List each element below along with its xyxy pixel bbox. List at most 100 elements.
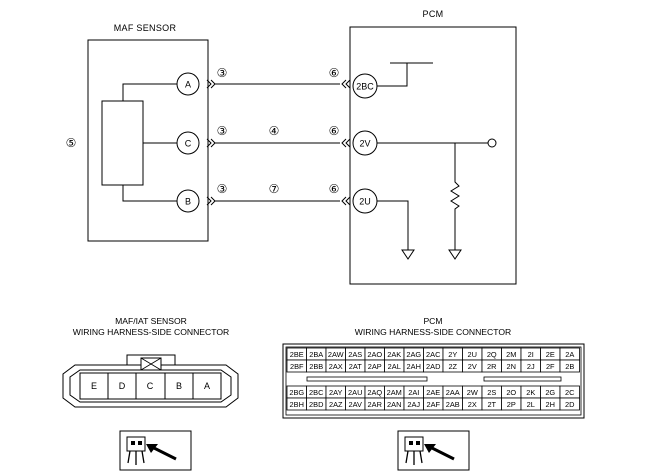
ground-icon — [448, 249, 462, 260]
pcm-connector-pin-label: 2AS — [348, 350, 362, 359]
pcm-connector-pin-label: 2R — [487, 362, 496, 371]
pcm-connector-pin-label: 2U — [468, 350, 477, 359]
pcm-connector-pin-label: 2Q — [487, 350, 497, 359]
pcm-connector-caption-2: WIRING HARNESS-SIDE CONNECTOR — [355, 327, 511, 337]
pcm-connector-pin-label: 2BE — [290, 350, 304, 359]
pcm-connector-pin-label: 2Y — [448, 350, 457, 359]
pcm-connector-pin-label: 2K — [526, 388, 535, 397]
maf-connector-caption-1: MAF/IAT SENSOR — [115, 316, 187, 326]
pcm-connector-pin-label: 2AZ — [329, 400, 343, 409]
pcm-connector-pin-label: 2AA — [446, 388, 460, 397]
maf-terminal-b: B — [176, 189, 200, 213]
pcm-connector-pin-label: 2T — [487, 400, 496, 409]
pcm-connector-pin-label: 2Z — [448, 362, 457, 371]
wire-c-right-number: ⑥ — [329, 124, 340, 138]
maf-connector-pin-c: C — [147, 381, 154, 391]
wire-a-to-2bc: ③ ⑥ — [206, 66, 351, 89]
svg-text:2V: 2V — [359, 139, 370, 149]
pcm-connector-pin-label: 2BH — [290, 400, 304, 409]
pcm-connector-pin-label: 2AK — [387, 350, 401, 359]
pcm-connector-pin-label: 2AW — [328, 350, 344, 359]
pcm-connector-pin-label: 2N — [507, 362, 516, 371]
pcm-connector-pin-label: 2M — [506, 350, 516, 359]
wire-c-to-2v: ③ ④ ⑥ — [206, 124, 351, 148]
ground-icon — [401, 249, 415, 260]
wire-b-mid-number: ⑦ — [269, 182, 280, 196]
pcm-connector-pin-label: 2AH — [407, 362, 421, 371]
pcm-terminal-2u: 2U — [352, 188, 378, 214]
pcm-connector-pin-label: 2L — [527, 400, 535, 409]
pcm-connector-pin-label: 2O — [506, 388, 516, 397]
pcm-connector-pin-label: 2G — [545, 388, 555, 397]
connector-view-icon — [397, 430, 470, 471]
pcm-connector-pin-label: 2AD — [426, 362, 440, 371]
maf-side-number: ⑤ — [66, 136, 77, 150]
wire-a-left-number: ③ — [217, 66, 228, 80]
pcm-connector-pin-label: 2AU — [348, 388, 362, 397]
maf-connector-pin-b: B — [176, 381, 182, 391]
pcm-terminal-2bc: 2BC — [352, 73, 378, 99]
pcm-connector-pin-label: 2BF — [290, 362, 304, 371]
pcm-connector-pin-label: 2AB — [446, 400, 460, 409]
pcm-internal-2u — [377, 200, 409, 250]
wire-b-to-2u: ③ ⑦ ⑥ — [206, 182, 351, 206]
pcm-connector-pin-label: 2AX — [329, 362, 343, 371]
pcm-terminal-2v: 2V — [352, 130, 378, 156]
maf-terminal-c: C — [176, 131, 200, 155]
pcm-connector-pin-label: 2I — [528, 350, 534, 359]
pcm-connector-pin-label: 2AV — [349, 400, 362, 409]
pcm-connector-pin-label: 2AJ — [407, 400, 420, 409]
svg-text:C: C — [185, 139, 192, 149]
wire-a-right-number: ⑥ — [329, 66, 340, 80]
pcm-connector-pin-label: 2W — [467, 388, 478, 397]
pcm-connector-pin-label: 2AI — [408, 388, 419, 397]
pcm-connector-pin-label: 2AT — [349, 362, 362, 371]
pcm-box — [349, 26, 517, 285]
pcm-connector-pin-label: 2BB — [309, 362, 323, 371]
wire-c-mid-number: ④ — [269, 124, 280, 138]
pcm-connector-pin-label: 2AP — [368, 362, 382, 371]
pcm-reference-terminal — [487, 138, 497, 148]
maf-connector-pin-d: D — [119, 381, 126, 391]
pcm-connector-pin-label: 2AR — [368, 400, 382, 409]
maf-connector-pin-a: A — [204, 381, 210, 391]
pcm-connector-pin-label: 2B — [565, 362, 574, 371]
pcm-connector-pin-label: 2P — [507, 400, 516, 409]
pcm-connector-caption-1: PCM — [423, 316, 442, 326]
pcm-connector-pin-label: 2AM — [387, 388, 402, 397]
pcm-connector-pin-label: 2C — [565, 388, 575, 397]
pcm-connector-pin-label: 2F — [546, 362, 555, 371]
pcm-connector-pin-label: 2AY — [329, 388, 342, 397]
wire-b-left-number: ③ — [217, 182, 228, 196]
pcm-connector: 2BE 2BA 2AW 2AS 2AO 2AK 2AG 2AC 2Y 2U 2Q 2M 2I 2E 2A 2B… — [282, 343, 585, 419]
pcm-connector-pin-label: 2AG — [406, 350, 421, 359]
pcm-connector-cell — [559, 359, 580, 373]
pcm-internal-2bc — [377, 63, 408, 87]
pcm-connector-pin-label: 2X — [468, 400, 477, 409]
maf-internal-wire-a — [122, 83, 177, 101]
pcm-connector-cell — [559, 397, 580, 411]
svg-text:B: B — [185, 197, 191, 207]
maf-connector: E D C B A — [62, 354, 239, 408]
maf-connector-pin-e: E — [91, 381, 97, 391]
pcm-connector-pin-label: 2A — [565, 350, 574, 359]
pcm-connector-pin-label: 2BA — [309, 350, 323, 359]
maf-sensing-element — [101, 100, 144, 186]
wire-b-right-number: ⑥ — [329, 182, 340, 196]
pcm-connector-pin-label: 2AE — [426, 388, 440, 397]
pcm-connector-pin-label: 2AQ — [367, 388, 382, 397]
pcm-connector-pin-label: 2BG — [289, 388, 304, 397]
maf-sensor-title: MAF SENSOR — [114, 23, 177, 33]
svg-text:2U: 2U — [359, 197, 371, 207]
pcm-connector-pin-label: 2D — [565, 400, 574, 409]
pcm-connector-pin-label: 2H — [546, 400, 555, 409]
pcm-connector-pin-label: 2AO — [367, 350, 382, 359]
pcm-title: PCM — [423, 9, 444, 19]
pcm-connector-pin-label: 2E — [546, 350, 555, 359]
pcm-connector-pin-label: 2V — [468, 362, 477, 371]
pcm-connector-pin-label: 2AC — [426, 350, 441, 359]
pcm-connector-pin-label: 2S — [487, 388, 496, 397]
connector-view-icon — [119, 430, 192, 471]
resistor-icon — [450, 143, 460, 250]
